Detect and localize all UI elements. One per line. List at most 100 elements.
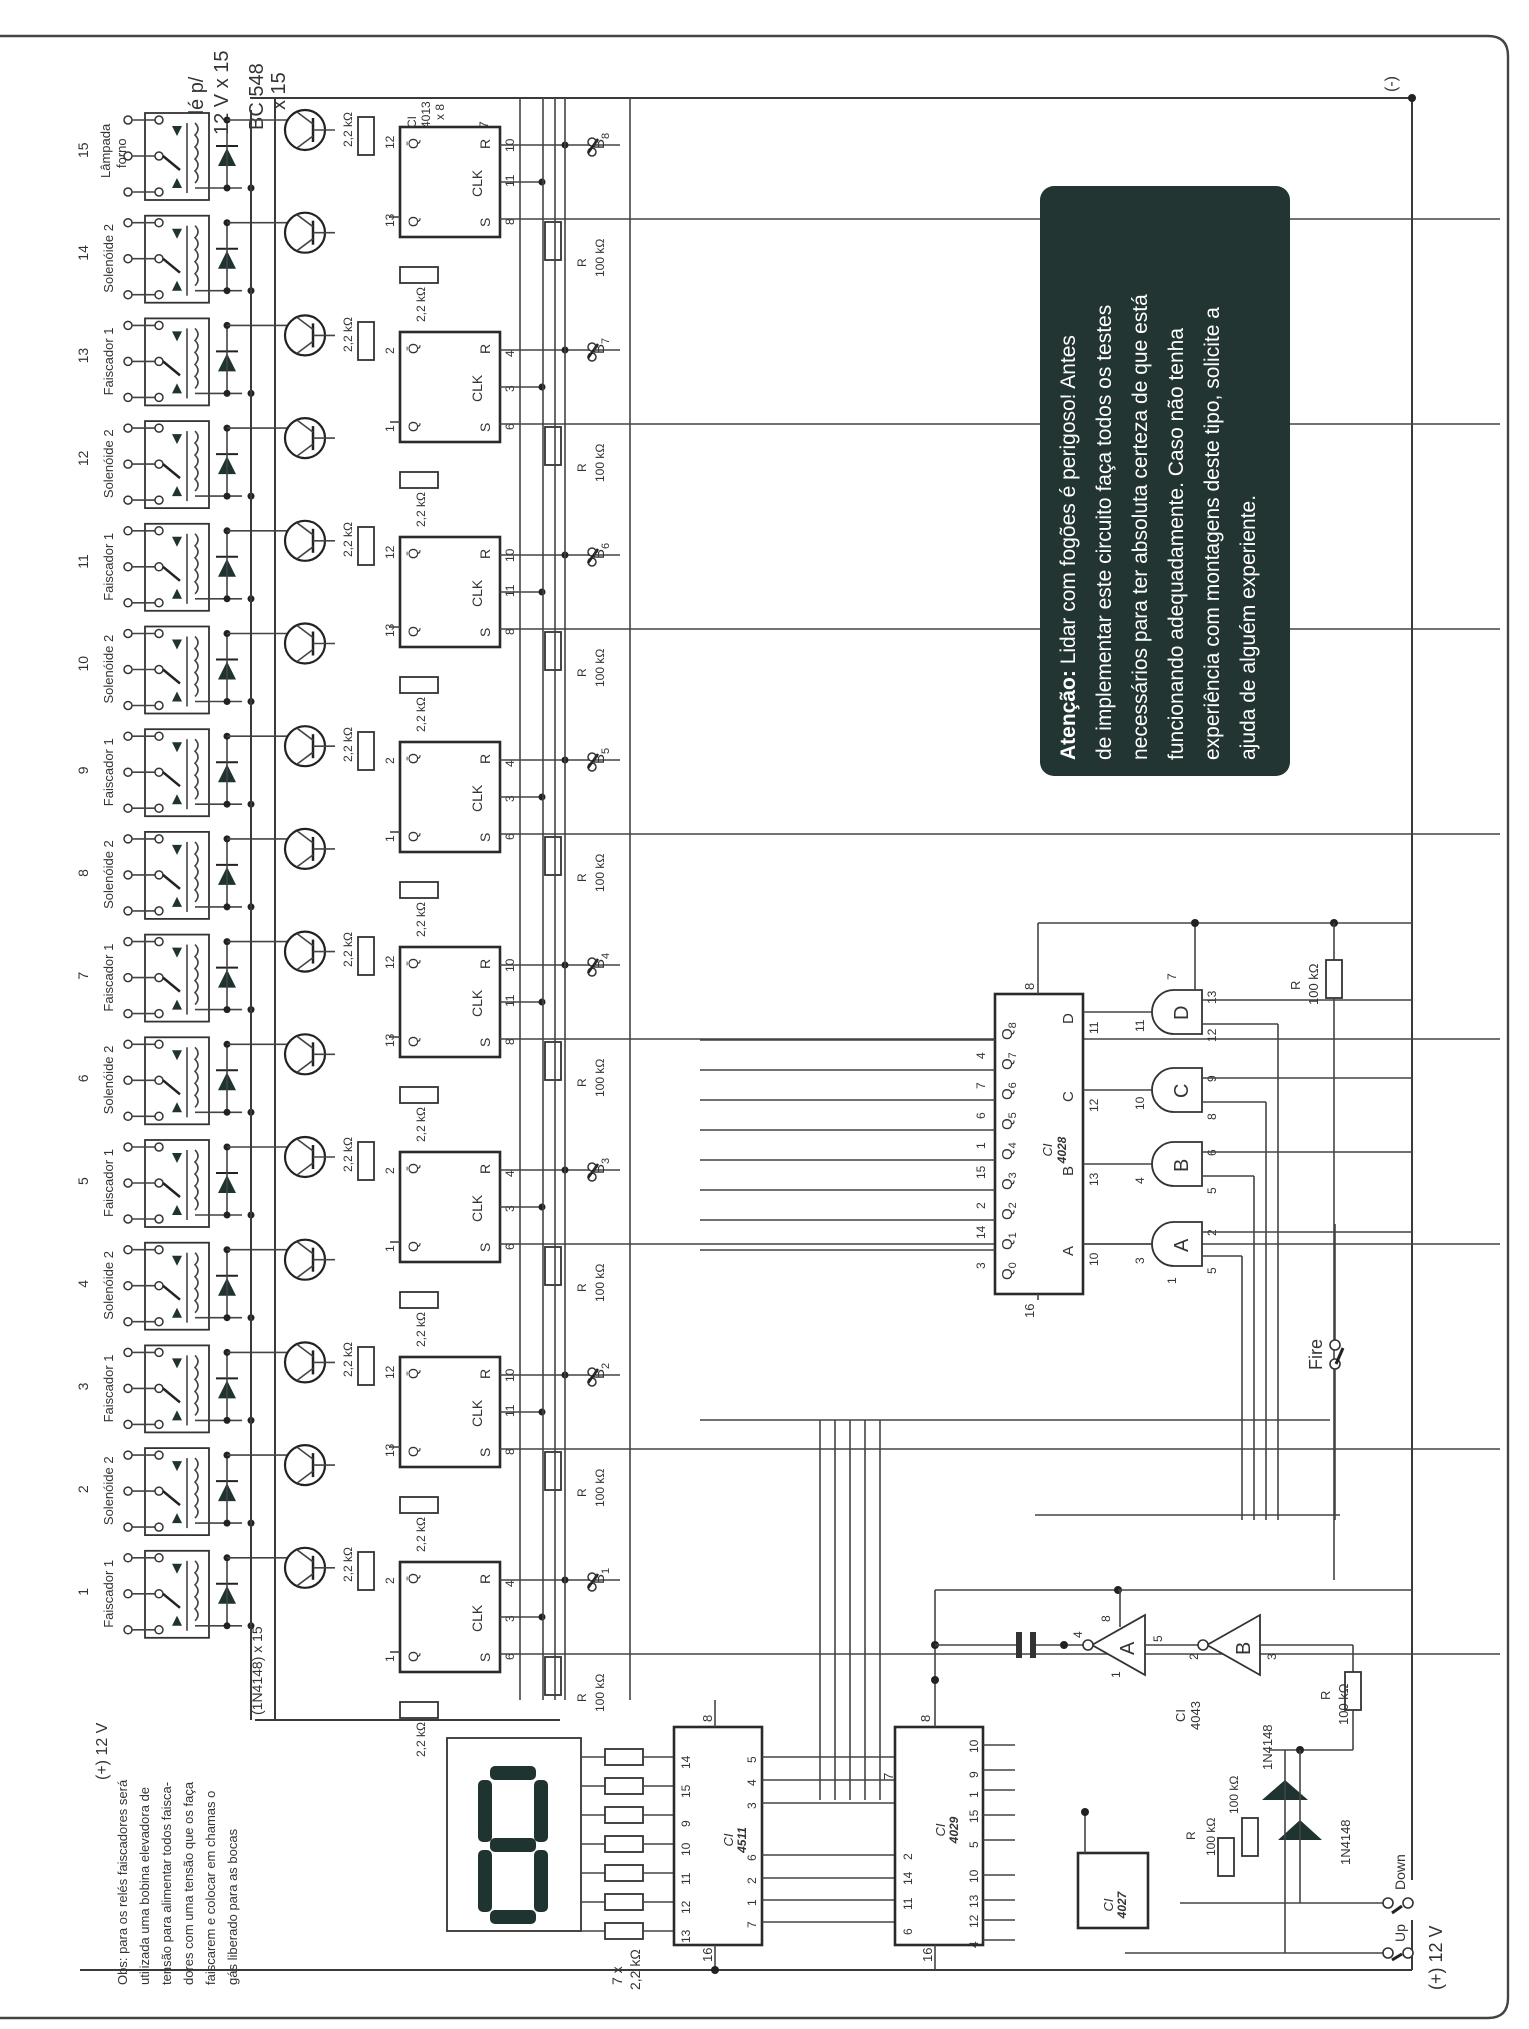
channel-number: 12	[75, 450, 91, 466]
pullup-r-label: R	[575, 258, 589, 267]
oscillator-4043: A B R 100 kΩ CI 4043 8 4 1 5 2 3	[935, 1590, 1362, 1754]
pin-number: 8	[503, 628, 517, 635]
counter-top-pin: 8	[918, 1715, 933, 1722]
decoder-output-pin: 7	[974, 1082, 988, 1089]
and-gate-label: D	[1171, 1006, 1193, 1020]
warning-box: Atenção: Lidar com fogões é perigoso! An…	[1040, 186, 1290, 776]
reset-label: R	[477, 959, 493, 969]
pullup-value-label: 100 kΩ	[593, 1264, 607, 1302]
segment-resistor	[604, 1777, 644, 1795]
channel-number: 14	[75, 245, 91, 261]
osc-ic-label: CI	[1173, 1709, 1188, 1722]
reset-label: R	[477, 754, 493, 764]
pushbutton-switch[interactable]	[586, 1573, 600, 1589]
set-label: S	[477, 218, 493, 227]
pin-number: 1	[383, 1245, 397, 1252]
relay-spec-line2: 12 V x 15	[211, 50, 233, 135]
decoder-ic-body	[993, 992, 1085, 1296]
driver-seg-pin: 11	[679, 1872, 693, 1885]
and-gate-body	[1151, 1067, 1203, 1113]
and-gate-label: B	[1171, 1159, 1193, 1172]
channel-number: 13	[75, 348, 91, 364]
power-rails	[80, 94, 1416, 1971]
pushbutton-switch[interactable]	[586, 548, 600, 564]
pullup-r-label: R	[575, 1283, 589, 1292]
pin-number: 8	[503, 1448, 517, 1455]
pushbutton-switch[interactable]	[586, 343, 600, 359]
relay-channel: 14 Solenóide 2	[75, 211, 335, 304]
pullup-resistor	[544, 1041, 562, 1081]
osc-pin-b-in: 2	[1187, 1653, 1201, 1660]
driver-input-pin: 2	[745, 1877, 759, 1884]
decoder-vss-pin: 16	[1022, 1304, 1037, 1318]
gate-in2-pin: 1	[1165, 1277, 1179, 1284]
base-resistor-label: 2,2 kΩ	[341, 317, 355, 352]
pullup-resistor	[544, 836, 562, 876]
channel-number: 6	[75, 1074, 91, 1082]
switch-down-lever	[1391, 1904, 1403, 1915]
q-label: Q	[405, 421, 421, 432]
supply-label-negative: (-)	[1383, 76, 1400, 92]
link-resistor-label: 2,2 kΩ	[414, 1722, 428, 1757]
pin-number: 8	[503, 1038, 517, 1045]
base-resistor	[357, 116, 375, 156]
pin-number: 6	[503, 833, 517, 840]
relay-coil	[193, 841, 199, 903]
ff-vdd-pin: 7	[477, 121, 491, 128]
decoder-input-pin: 12	[1087, 1098, 1101, 1112]
pushbutton-switch[interactable]	[586, 1163, 600, 1179]
pullup-value-label: 100 kΩ	[593, 239, 607, 277]
base-resistor-label: 2,2 kΩ	[341, 1342, 355, 1377]
counter-right-pin: 10	[967, 1869, 981, 1883]
relay-coil	[193, 533, 199, 595]
warning-line: experiência com montagens deste tipo, so…	[1201, 307, 1224, 760]
flipflop-body	[398, 125, 502, 239]
base-resistor	[357, 1141, 375, 1181]
decoder-input-pin: 11	[1087, 1021, 1101, 1034]
osc-pin-a-bot: 1	[1109, 1671, 1123, 1678]
segment-resistor	[604, 1835, 644, 1853]
switch-label: B1	[591, 1568, 612, 1584]
pushbutton-switch[interactable]	[586, 138, 600, 154]
decoder-output-pin: 6	[974, 1112, 988, 1119]
seven-segment-display: 7 x 2,2 kΩ	[446, 1737, 674, 1990]
channel-name: Solenóide 2	[101, 429, 116, 498]
osc-pin-a-in: 4	[1071, 1631, 1085, 1638]
decoder-ic-number: 4028	[1055, 1136, 1069, 1164]
pin-number: 11	[503, 1404, 517, 1417]
updown-ic-body	[1076, 1851, 1150, 1930]
pin-number: 13	[383, 1033, 397, 1047]
pushbutton-switch[interactable]	[586, 753, 600, 769]
gate-out2-pin: 5	[1205, 1187, 1219, 1194]
pushbutton-switch[interactable]	[586, 1368, 600, 1384]
pin-number: 1	[383, 835, 397, 842]
channel-name: Solenóide 2	[101, 224, 116, 293]
switch-label: B6	[591, 543, 612, 559]
and-gate-body	[1151, 1141, 1203, 1187]
channel-number: 7	[75, 972, 91, 980]
q-label: Q	[405, 626, 421, 637]
link-resistor	[399, 1496, 439, 1514]
pushbutton-switch[interactable]	[586, 958, 600, 974]
link-resistor	[399, 1291, 439, 1309]
seg-resistor-value: 2,2 kΩ	[627, 1949, 643, 1990]
reset-label: R	[477, 1164, 493, 1174]
switch-label: B4	[591, 953, 612, 969]
relay-coil	[193, 1149, 199, 1211]
osc-r-value: 100 kΩ	[1336, 1683, 1351, 1725]
qbar-label: Q̄	[405, 1368, 421, 1379]
driver-input-pin: 6	[745, 1854, 759, 1861]
relay-coil	[193, 1252, 199, 1314]
note-line: faiscarem e colocar em chamas o	[203, 1791, 218, 1985]
